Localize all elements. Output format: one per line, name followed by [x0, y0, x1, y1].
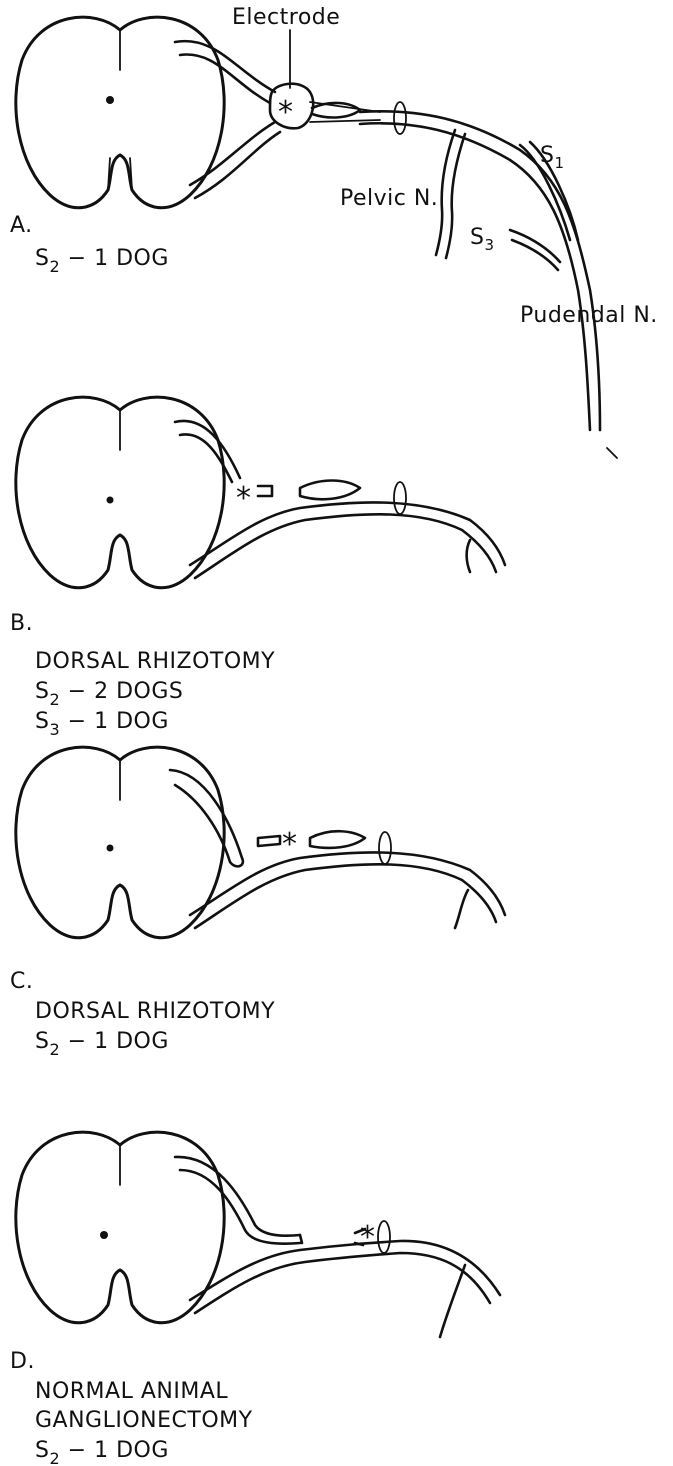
panel-b-line1: S2 − 2 DOGS — [35, 679, 183, 709]
panel-b-letter: B. — [10, 611, 33, 636]
s3-label: S3 — [470, 225, 495, 254]
asterisk-c: * — [282, 827, 297, 862]
asterisk-a: * — [278, 95, 293, 130]
central-canal-a — [106, 96, 114, 104]
ganglion-c — [310, 831, 365, 848]
panel-d-letter: D. — [10, 1349, 35, 1374]
pudendal-label: Pudendal N. — [520, 303, 658, 328]
panel-d-line-a: NORMAL ANIMAL — [35, 1379, 228, 1404]
panel-c-line1: S2 − 1 DOG — [35, 1029, 169, 1059]
ganglion-b — [300, 481, 360, 500]
asterisk-d: * — [360, 1220, 375, 1255]
panel-d-line-b: GANGLIONECTOMY — [35, 1408, 253, 1433]
s1-label: S1 — [540, 143, 565, 172]
pelvic-label: Pelvic N. — [340, 186, 438, 211]
panel-c-letter: C. — [10, 969, 33, 994]
panel-a-letter: A. — [10, 213, 33, 238]
panel-c: * C. DORSAL RHIZOTOMY S2 − 1 DOG — [10, 747, 505, 1059]
electrode-label: Electrode — [232, 5, 340, 30]
panel-a: * Electrode S1 Pelvic N. S3 Pudendal N. … — [10, 5, 658, 458]
panel-d-line1: S2 − 1 DOG — [35, 1438, 169, 1466]
panel-b-procedure: DORSAL RHIZOTOMY — [35, 649, 275, 674]
panel-b-line2: S3 − 1 DOG — [35, 709, 169, 739]
panel-b: * B. DORSAL RHIZOTOMY S2 − 2 DOGS S3 − 1… — [10, 397, 505, 739]
panel-c-procedure: DORSAL RHIZOTOMY — [35, 999, 275, 1024]
panel-a-caption: S2 − 1 DOG — [35, 246, 169, 276]
asterisk-b: * — [236, 481, 251, 516]
panel-d: * D. NORMAL ANIMAL GANGLIONECTOMY S2 − 1… — [10, 1132, 500, 1466]
